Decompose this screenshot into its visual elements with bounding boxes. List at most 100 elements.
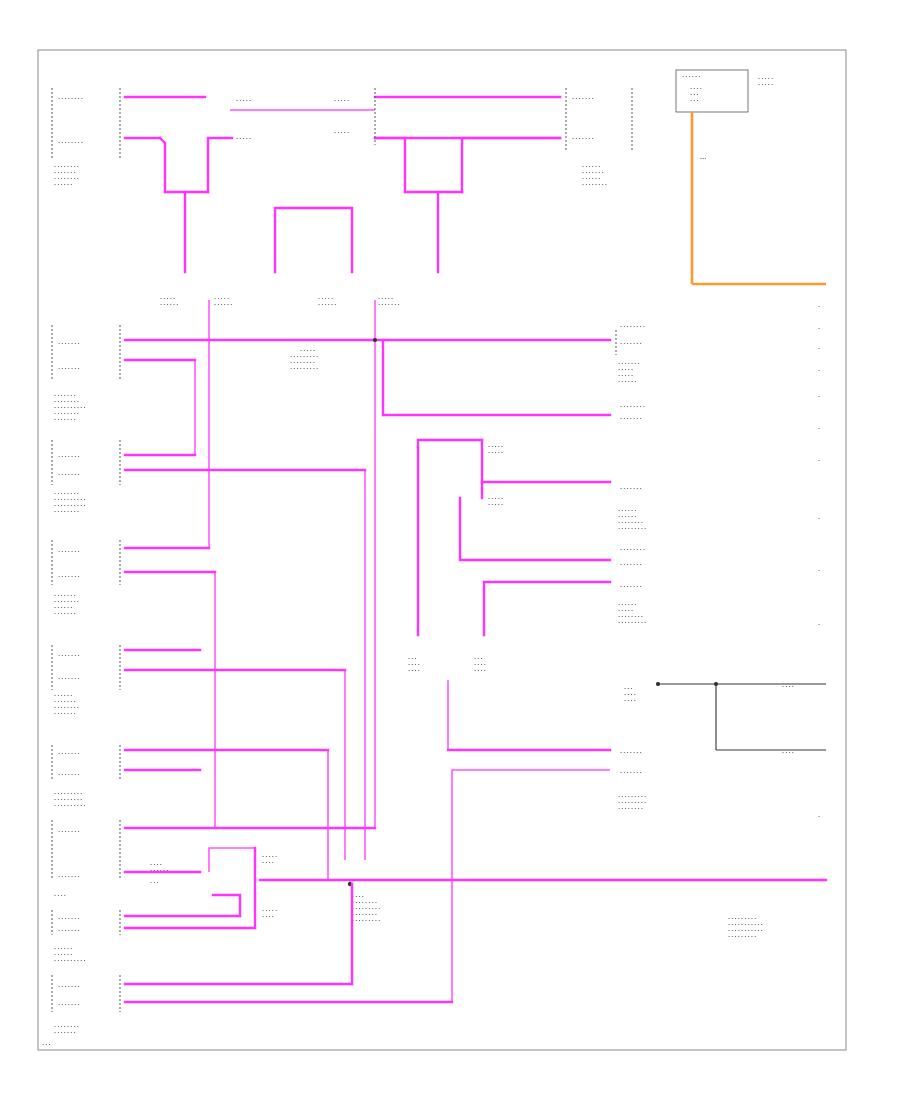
svg-text:• • • • • •: • • • • • • (582, 177, 600, 181)
svg-text:• • • •: • • • • (782, 751, 794, 755)
svg-text:• • • • • • • •: • • • • • • • • (54, 177, 79, 181)
svg-text:• • • • • • •: • • • • • • • (58, 473, 80, 477)
svg-text:• • • • • • • •: • • • • • • • • (352, 901, 377, 905)
svg-text:• • • • • •: • • • • • • (618, 603, 636, 607)
svg-text:• • • • • • •: • • • • • • • (58, 830, 80, 834)
svg-text:• • • • • • • • •: • • • • • • • • • (618, 527, 646, 531)
svg-text:• • • • • • • • • •: • • • • • • • • • • (54, 498, 85, 502)
svg-text:•: • (818, 623, 820, 627)
svg-text:• • • • • •: • • • • • • (618, 509, 636, 513)
svg-text:• • •: • • • (690, 99, 699, 103)
left-modules: • • • • • • • • • • • • • • • • • • • • … (42, 325, 454, 1047)
svg-text:• • • • • • •: • • • • • • • (54, 1031, 76, 1035)
svg-text:• • • • • • •: • • • • • • • (58, 985, 80, 989)
svg-text:• • • • •: • • • • • (488, 497, 503, 501)
svg-text:• • • • •: • • • • • (488, 445, 503, 449)
svg-text:• • • • • • • •: • • • • • • • • (620, 548, 645, 552)
svg-text:• • • • • • •: • • • • • • • (582, 171, 604, 175)
svg-text:• • • • • • • • •: • • • • • • • • • (54, 798, 82, 802)
svg-text:•: • (818, 327, 820, 331)
svg-text:• • • • •: • • • • • (262, 855, 277, 859)
svg-text:• • • • • • •: • • • • • • • (572, 137, 594, 141)
svg-text:• • • • • •: • • • • • • (54, 183, 72, 187)
svg-text:• • • • • • •: • • • • • • • (58, 929, 80, 933)
svg-text:• • • •: • • • • (54, 894, 66, 898)
svg-text:• • • •: • • • • (262, 915, 274, 919)
splice-top-center: • • • • • • • • • • • • • • • • • • • • (230, 88, 562, 274)
svg-text:• • • • • • • •: • • • • • • • • (58, 141, 83, 145)
svg-text:• • • • • •: • • • • • • (54, 953, 72, 957)
svg-text:•: • (818, 347, 820, 351)
svg-text:• • • • • • •: • • • • • • • (58, 550, 80, 554)
svg-text:• • • • • • • • •: • • • • • • • • • (618, 621, 646, 625)
svg-text:• • • • • • • •: • • • • • • • • (618, 615, 643, 619)
svg-text:• • • • • • • • • • •: • • • • • • • • • • • (728, 929, 763, 933)
svg-text:• • • • • •: • • • • • • (618, 515, 636, 519)
svg-text:• • • • • • • •: • • • • • • • • (620, 405, 645, 409)
center-splice-note: • • • • • • • • • • • • • • • • • • • • … (290, 338, 377, 371)
right-modules: • • • • • • • • • • • • • • • • • • • • … (615, 325, 646, 811)
svg-text:• • • • • • • •: • • • • • • • • (620, 325, 645, 329)
ground-wiring: • • • • • • • • • • • • • • • • • • • (624, 682, 826, 755)
svg-text:•: • (818, 369, 820, 373)
svg-text:• • • • • • •: • • • • • • • (58, 752, 80, 756)
svg-text:• • • • • • •: • • • • • • • (620, 771, 642, 775)
svg-text:•: • (818, 305, 820, 309)
svg-text:• • • • • •: • • • • • • (54, 606, 72, 610)
module-top-right: • • • • • • • • • • • • • • • • • • • • … (565, 88, 633, 187)
svg-text:• • •: • • • (624, 687, 633, 691)
svg-text:• • • • • • • •: • • • • • • • • (54, 400, 79, 404)
svg-text:• • • •: • • • • (262, 861, 274, 865)
svg-text:• • • •: • • • • (408, 669, 420, 673)
svg-text:• • • •: • • • • (408, 663, 420, 667)
svg-text:• • • • • • • •: • • • • • • • • (290, 361, 315, 365)
module-top-left: • • • • • • • • • • • • • • • • • • • • … (51, 88, 234, 274)
bottom-right-label: • • • • • • • • • • • • • • • • • • • • … (728, 917, 763, 939)
sensor-block: • • • • • • • • • • • • • • • • • • • • … (150, 846, 828, 986)
svg-text:• • • • • • • •: • • • • • • • • (54, 412, 79, 416)
svg-text:• • • • • • •: • • • • • • • (58, 575, 80, 579)
svg-text:• • • • •: • • • • • (318, 297, 333, 301)
svg-text:• • • •: • • • • (624, 693, 636, 697)
svg-text:• • • • • • • •: • • • • • • • • (582, 183, 607, 187)
center-right-sensors: • • • • • • • • • • • • • • • • • • • • … (408, 438, 612, 1002)
svg-text:• • • • • • •: • • • • • • • (620, 487, 642, 491)
svg-text:• • • • •: • • • • • (236, 99, 251, 103)
svg-text:• • • • •: • • • • • (758, 83, 773, 87)
svg-text:• • • •: • • • • (624, 699, 636, 703)
svg-text:• • • • • • • • • • •: • • • • • • • • • • • (728, 923, 763, 927)
svg-text:• • • •: • • • • (352, 895, 364, 899)
svg-text:• • • • • • •: • • • • • • • (58, 677, 80, 681)
svg-text:• • • •: • • • • (782, 685, 794, 689)
svg-text:• • • • • • • •: • • • • • • • • (54, 492, 79, 496)
svg-text:• • • • • • •: • • • • • • • (378, 303, 400, 307)
svg-text:• • • • •: • • • • • (262, 909, 277, 913)
connector-row: • • • • • • • • • • • • • • • • • • • • … (160, 297, 400, 307)
svg-text:•: • (818, 569, 820, 573)
svg-text:• • • • •: • • • • • (618, 368, 633, 372)
svg-text:• • • • • • • • •: • • • • • • • • • (618, 801, 646, 805)
svg-text:• • • • • • • •: • • • • • • • • (618, 807, 643, 811)
svg-text:• • • • • • • •: • • • • • • • • (618, 521, 643, 525)
svg-text:• • • • • • •: • • • • • • • (58, 917, 80, 921)
svg-text:• • • • • • • • •: • • • • • • • • • (352, 907, 380, 911)
svg-text:• • • • • • • • • •: • • • • • • • • • • (54, 406, 85, 410)
svg-text:• • •: • • • (690, 93, 699, 97)
main-buses (123, 300, 612, 828)
svg-text:• • • • • • •: • • • • • • • (54, 700, 76, 704)
svg-text:• • •: • • • (474, 657, 483, 661)
svg-text:• • • • • • •: • • • • • • • (58, 342, 80, 346)
svg-text:• • • • • • •: • • • • • • • (54, 394, 76, 398)
svg-text:• • • • • • •: • • • • • • • (620, 751, 642, 755)
svg-text:• • • • • • • • •: • • • • • • • • • (352, 919, 380, 923)
svg-text:• • •: • • • (408, 657, 417, 661)
svg-text:• • • • • • • • •: • • • • • • • • • (728, 917, 756, 921)
svg-text:• • • • • • •: • • • • • • • (620, 342, 642, 346)
svg-text:•: • (818, 395, 820, 399)
svg-text:• • • • • •: • • • • • • (54, 947, 72, 951)
svg-text:• • • • •: • • • • • (488, 451, 503, 455)
svg-text:• • •: • • • (42, 1043, 51, 1047)
svg-text:• • • • • • • •: • • • • • • • • (58, 97, 83, 101)
svg-text:• • • • • • •: • • • • • • • (58, 773, 80, 777)
